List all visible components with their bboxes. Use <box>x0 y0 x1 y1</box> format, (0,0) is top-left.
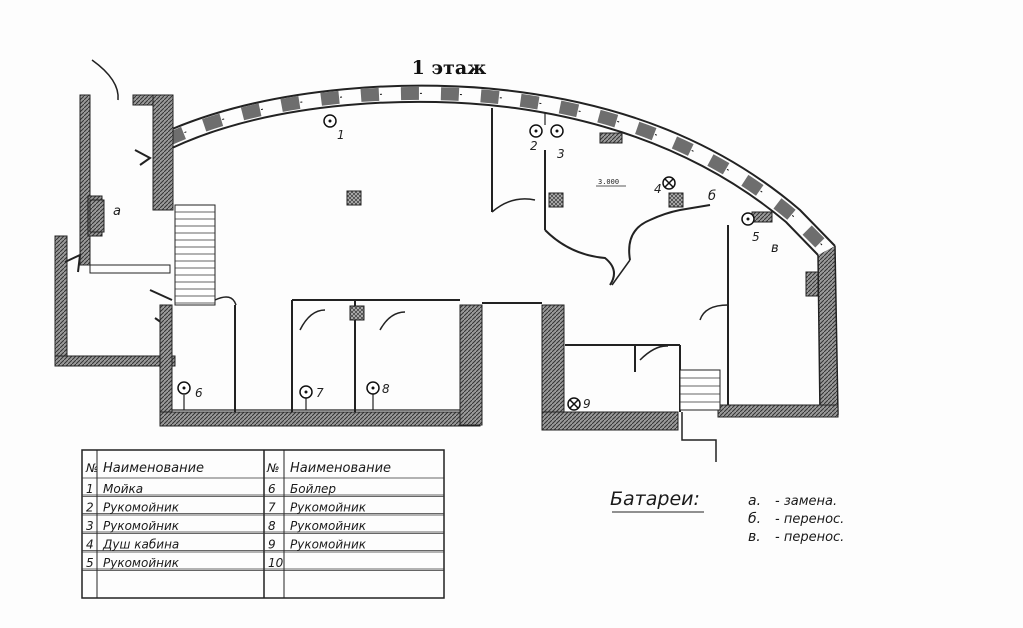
battery-mark-c: в <box>771 241 779 256</box>
fixture-5: 5 <box>741 212 760 244</box>
plan-title: 1 этаж <box>412 57 487 79</box>
battery-mark-a: а <box>113 204 121 219</box>
ceiling-vents <box>346 190 684 321</box>
battery-a-icon <box>89 199 105 233</box>
fixture-2: 2 <box>529 124 543 153</box>
interior-partitions <box>491 108 711 286</box>
battery-mark-b: б <box>708 189 716 204</box>
fixture-9: 9 <box>567 397 591 411</box>
fixture-number-label: 4 <box>654 182 662 196</box>
battery-marks-layer: а б в <box>89 189 779 256</box>
fixtures-layer: 1 2 3 4 5 6 7 8 9 <box>177 114 760 411</box>
dimension-note: 3.000 <box>598 178 619 186</box>
curved-facade-wall <box>162 84 836 256</box>
fixture-number-label: 9 <box>583 397 591 411</box>
fixture-7: 7 <box>299 385 324 400</box>
fixture-number-label: 1 <box>337 128 345 142</box>
fixture-8: 8 <box>366 381 390 396</box>
fixture-6: 6 <box>177 381 203 400</box>
east-wall <box>805 245 839 415</box>
fixture-4: 4 <box>654 176 676 196</box>
fixture-number-label: 2 <box>530 139 538 153</box>
west-wing-walls <box>54 59 176 367</box>
fixture-3: 3 <box>550 124 565 161</box>
supply-lines <box>172 112 546 411</box>
staircase <box>174 204 216 306</box>
fixture-number-label: 8 <box>382 382 390 396</box>
fixture-number-label: 6 <box>195 386 203 400</box>
fixture-number-label: 7 <box>316 386 324 400</box>
fixture-number-label: 3 <box>557 147 565 161</box>
radiator-blocks <box>599 132 773 223</box>
south-wing-walls <box>159 225 839 462</box>
fixture-number-label: 5 <box>752 230 760 244</box>
fixture-1: 1 <box>323 114 345 142</box>
